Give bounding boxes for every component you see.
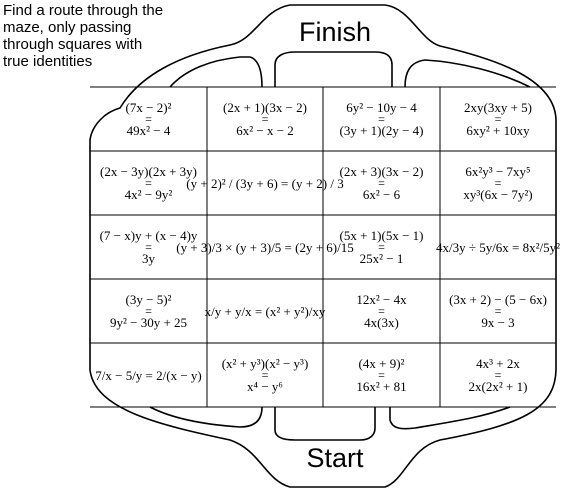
instructions: Find a route through the maze, only pass… xyxy=(3,2,203,70)
equals-sign: = xyxy=(494,176,502,190)
identity-right-side: 6x² − x − 2 xyxy=(236,123,294,138)
identity-left-side: (3y − 5)² xyxy=(125,292,172,307)
equals-sign: = xyxy=(378,176,385,190)
equals-sign: = xyxy=(261,112,269,126)
equals-sign: = xyxy=(145,112,152,126)
equals-sign: = xyxy=(145,176,152,190)
maze-square[interactable]: (2x + 3)(3x − 2)=6x² − 6 xyxy=(323,151,440,215)
finish-label: Finish xyxy=(298,17,372,47)
identity-left-side: (3x + 2) − (5 − 6x) xyxy=(449,292,547,307)
equals-sign: = xyxy=(378,304,385,318)
maze-square[interactable]: (3y − 5)²=9y² − 30y + 25 xyxy=(90,279,207,343)
identity-right-side: x⁴ − y⁶ xyxy=(247,379,283,394)
equals-sign: = xyxy=(494,368,502,382)
maze-square[interactable]: x/y + y/x = (x² + y²)/xy xyxy=(204,279,326,343)
identity-left-side: (2x − 3y)(2x + 3y) xyxy=(100,164,197,179)
maze-square[interactable]: (7 − x)y + (x − 4)y=3y xyxy=(90,215,207,279)
equals-sign: = xyxy=(145,240,152,254)
identity-left-side: (y + 3)/3 × (y + 3)/5 = (2y + 6)/15 xyxy=(176,239,354,255)
identity-left-side: 7/x − 5/y = 2/(x − y) xyxy=(95,367,202,383)
identity-right-side: (3y + 1)(2y − 4) xyxy=(339,123,424,138)
maze-square[interactable]: 7/x − 5/y = 2/(x − y) xyxy=(90,343,207,407)
identity-left-side: (7 − x)y + (x − 4)y xyxy=(99,228,198,243)
equals-sign: = xyxy=(494,304,502,318)
instruction-line: true identities xyxy=(3,53,93,70)
equals-sign: = xyxy=(261,368,269,382)
instruction-line: maze, only passing xyxy=(3,19,132,36)
maze-square[interactable]: (4x + 9)²=16x² + 81 xyxy=(323,343,440,407)
identity-right-side: xy³(6x − 7y²) xyxy=(463,187,533,202)
identity-right-side: 3y xyxy=(142,251,155,266)
maze-square[interactable]: (y + 3)/3 × (y + 3)/5 = (2y + 6)/15 xyxy=(176,215,353,279)
maze-square[interactable]: (7x − 2)²=49x² − 4 xyxy=(90,87,207,151)
maze-square[interactable]: 4x³ + 2x=2x(2x² + 1) xyxy=(440,343,556,407)
maze-square[interactable]: 6y² − 10y − 4=(3y + 1)(2y − 4) xyxy=(323,87,440,151)
identity-right-side: 2x(2x² + 1) xyxy=(468,379,528,394)
maze-square[interactable]: 2xy(3xy + 5)=6xy² + 10xy xyxy=(440,87,556,151)
equals-sign: = xyxy=(494,112,502,126)
maze-square[interactable]: 6x²y³ − 7xy⁵=xy³(6x − 7y²) xyxy=(440,151,556,215)
maze-square[interactable]: 12x² − 4x=4x(3x) xyxy=(323,279,440,343)
maze-square[interactable]: (2x − 3y)(2x + 3y)=4x² − 9y² xyxy=(90,151,207,215)
identity-left-side: (7x − 2)² xyxy=(125,100,172,115)
identity-right-side: 25x² − 1 xyxy=(359,251,404,266)
identity-left-side: 12x² − 4x xyxy=(356,292,407,307)
maze-square[interactable]: (y + 2)² / (3y + 6) = (y + 2) / 3 xyxy=(186,151,343,215)
identity-right-side: 6x² − 6 xyxy=(362,187,401,202)
instruction-line: through squares with xyxy=(3,36,143,53)
identity-left-side: (4x + 9)² xyxy=(358,356,405,371)
identity-left-side: (5x + 1)(5x − 1) xyxy=(339,228,424,243)
identity-left-side: x/y + y/x = (x² + y²)/xy xyxy=(204,303,326,319)
maze-square[interactable]: (2x + 1)(3x − 2)=6x² − x − 2 xyxy=(207,87,323,151)
identity-left-side: 6y² − 10y − 4 xyxy=(346,100,417,115)
identity-right-side: 4x² − 9y² xyxy=(124,187,173,202)
identity-left-side: 2xy(3xy + 5) xyxy=(464,100,532,115)
identity-right-side: 6xy² + 10xy xyxy=(466,123,530,138)
maze-square[interactable]: (5x + 1)(5x − 1)=25x² − 1 xyxy=(323,215,440,279)
identity-right-side: 49x² − 4 xyxy=(126,123,171,138)
identity-left-side: (2x + 1)(3x − 2) xyxy=(223,100,307,115)
instruction-line: Find a route through the xyxy=(3,2,164,19)
equals-sign: = xyxy=(145,304,152,318)
identity-left-side: 4x³ + 2x xyxy=(476,356,520,371)
identity-left-side: (2x + 3)(3x − 2) xyxy=(339,164,424,179)
identity-left-side: (x² + y³)(x² − y³) xyxy=(221,356,309,371)
identity-left-side: 6x²y³ − 7xy⁵ xyxy=(465,164,531,179)
identity-right-side: 16x² + 81 xyxy=(356,379,407,394)
start-label: Start xyxy=(306,443,364,473)
equals-sign: = xyxy=(378,368,385,382)
maze-square[interactable]: (3x + 2) − (5 − 6x)=9x − 3 xyxy=(440,279,556,343)
identity-left-side: (y + 2)² / (3y + 6) = (y + 2) / 3 xyxy=(186,175,344,191)
identity-right-side: 4x(3x) xyxy=(364,315,399,330)
maze-square[interactable]: (x² + y³)(x² − y³)=x⁴ − y⁶ xyxy=(207,343,323,407)
identity-right-side: 9y² − 30y + 25 xyxy=(109,315,188,330)
equals-sign: = xyxy=(378,112,385,126)
maze-grid: (7x − 2)²=49x² − 4(2x + 1)(3x − 2)=6x² −… xyxy=(90,87,560,407)
equals-sign: = xyxy=(378,240,385,254)
identity-left-side: 4x/3y ÷ 5y/6x = 8x²/5y² xyxy=(435,239,561,255)
maze-square[interactable]: 4x/3y ÷ 5y/6x = 8x²/5y² xyxy=(436,215,560,279)
identity-right-side: 9x − 3 xyxy=(481,315,515,330)
